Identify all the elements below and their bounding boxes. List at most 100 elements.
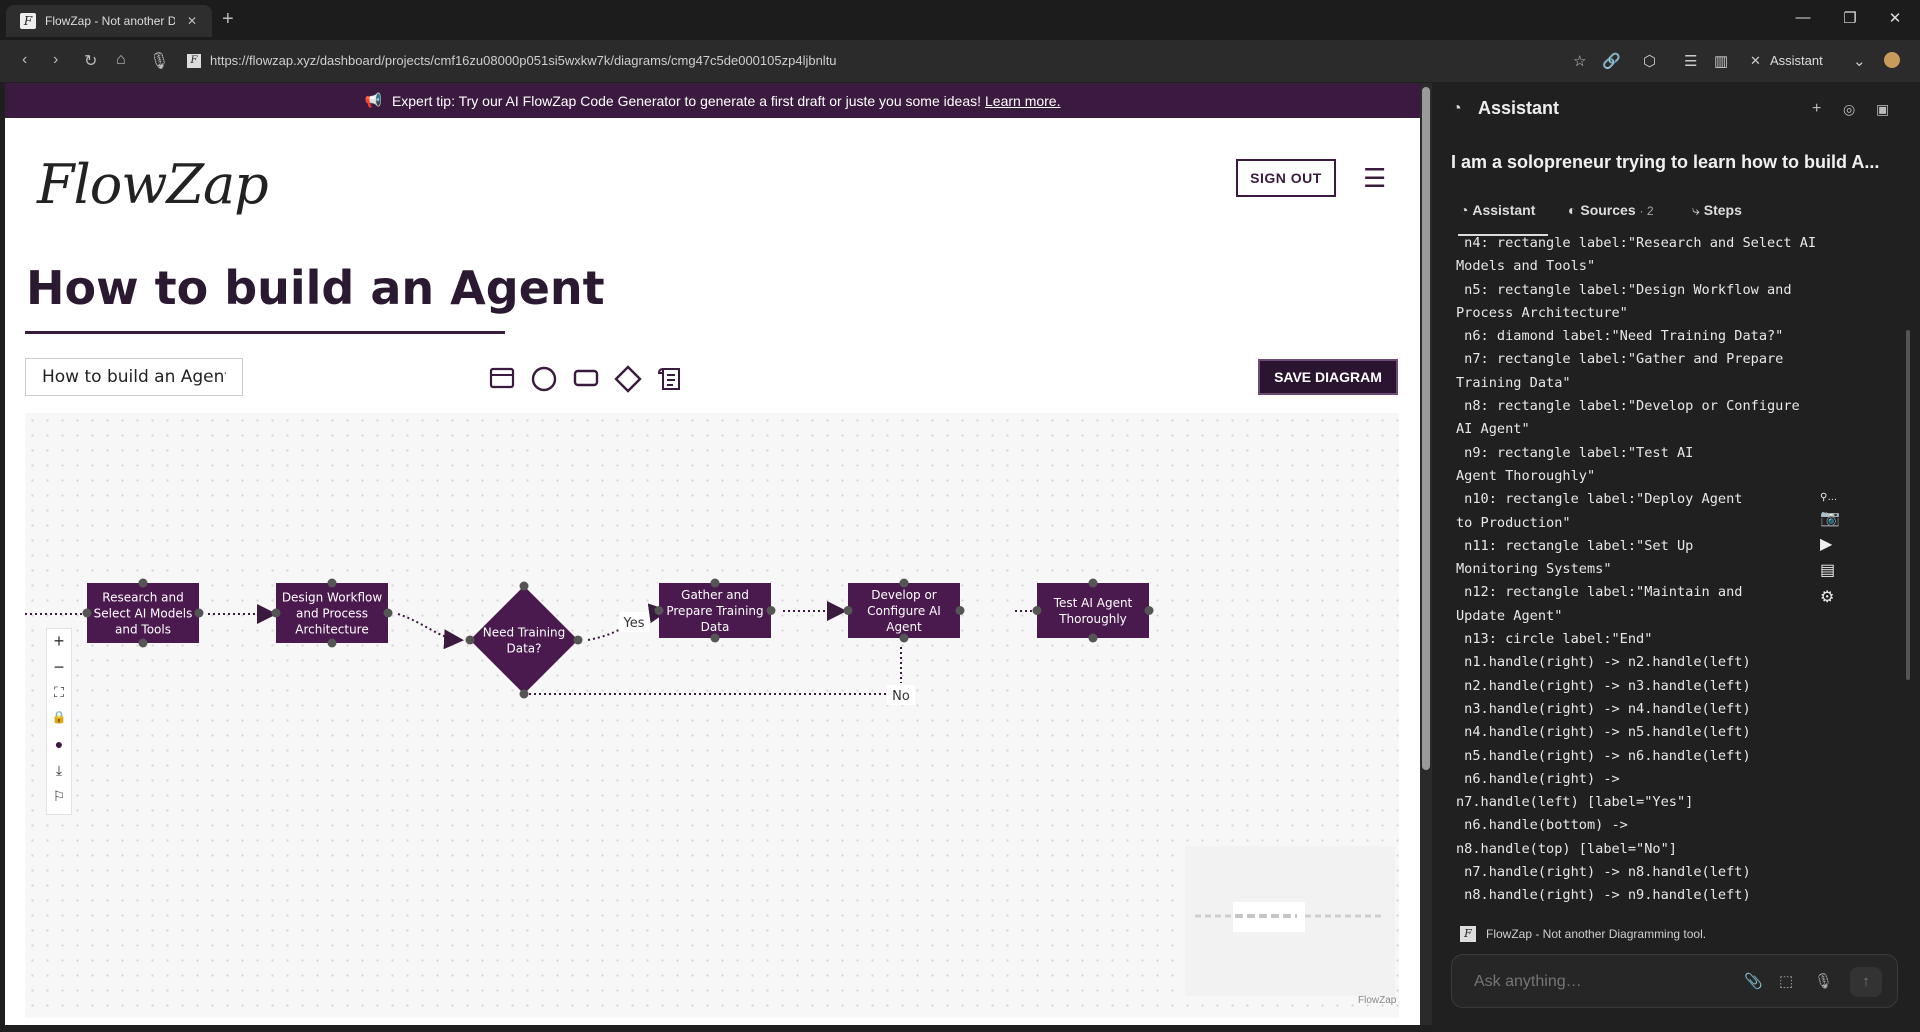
node-handle[interactable]: [383, 608, 393, 618]
zoom-in-button[interactable]: +: [53, 631, 65, 651]
current-tab-source[interactable]: F FlowZap - Not another Diagramming tool…: [1460, 926, 1706, 942]
home-icon[interactable]: ⌂: [116, 51, 126, 68]
node-handle[interactable]: [519, 689, 529, 699]
node-handle[interactable]: [766, 606, 776, 615]
reload-icon[interactable]: ↻: [84, 53, 98, 70]
new-tab-button[interactable]: +: [222, 8, 234, 30]
minimap[interactable]: [1185, 846, 1395, 996]
history-icon[interactable]: ◎: [1843, 101, 1856, 117]
diagram-name-input[interactable]: [25, 358, 243, 396]
attach-icon[interactable]: 📎: [1744, 973, 1763, 990]
node-handle[interactable]: [955, 606, 965, 615]
tab-sources[interactable]: ◐ Sources · 2: [1568, 202, 1654, 218]
tab-close-icon[interactable]: ✕: [187, 14, 198, 28]
node-handle[interactable]: [271, 608, 281, 618]
fit-view-icon[interactable]: ⛶: [54, 684, 64, 700]
back-icon[interactable]: ‹: [22, 51, 28, 68]
camera-icon[interactable]: 📷: [1820, 510, 1840, 527]
forward-icon[interactable]: ›: [53, 51, 59, 68]
link-icon[interactable]: 🔗: [1602, 53, 1621, 70]
tab-steps-label: Steps: [1703, 202, 1742, 218]
flag-icon[interactable]: ⚐: [52, 788, 66, 804]
assistant-toggle-button[interactable]: Assistant: [1770, 53, 1823, 68]
video-icon[interactable]: ▶: [1820, 536, 1833, 553]
panel-layout-icon[interactable]: ▣: [1876, 101, 1890, 117]
window-icon[interactable]: ▤: [1820, 562, 1836, 579]
reader-icon[interactable]: ☰: [1684, 53, 1698, 70]
learn-more-link[interactable]: Learn more.: [985, 92, 1061, 109]
node-handle[interactable]: [654, 606, 664, 615]
code-line: AI Agent": [1456, 421, 1530, 438]
node-handle[interactable]: [465, 635, 475, 645]
node-handle[interactable]: [710, 633, 720, 643]
node-handle[interactable]: [327, 578, 337, 588]
microphone-icon[interactable]: 🎙: [149, 53, 170, 70]
panel-scrollbar[interactable]: [1906, 330, 1910, 680]
node-handle[interactable]: [1144, 606, 1154, 615]
tab-assistant[interactable]: ◔ Assistant: [1460, 202, 1536, 218]
hamburger-menu-icon[interactable]: ☰: [1363, 163, 1387, 193]
node-handle[interactable]: [327, 638, 337, 648]
screenshot-select-icon[interactable]: ⬚: [1779, 973, 1794, 990]
circle-shape-icon[interactable]: [530, 365, 558, 393]
page-scrollbar-thumb[interactable]: [1422, 87, 1430, 770]
pin-icon[interactable]: ⚲…: [1820, 492, 1838, 503]
script-shape-icon[interactable]: [657, 365, 685, 393]
close-window-button[interactable]: ✕: [1888, 10, 1902, 27]
node-handle[interactable]: [710, 578, 720, 588]
zoom-out-button[interactable]: −: [53, 657, 65, 677]
bookmark-star-icon[interactable]: ☆: [1573, 53, 1587, 70]
node-handle[interactable]: [1032, 606, 1042, 615]
expert-tip-banner: 📢 Expert tip: Try our AI FlowZap Code Ge…: [5, 83, 1420, 118]
sign-out-button[interactable]: SIGN OUT: [1236, 159, 1336, 197]
extensions-icon[interactable]: ⬡: [1643, 53, 1657, 70]
node-handle[interactable]: [899, 578, 909, 588]
browser-tab[interactable]: F FlowZap - Not another Diagra ✕: [6, 5, 212, 37]
node-handle[interactable]: [843, 606, 853, 615]
voice-input-icon[interactable]: 🎙: [1814, 973, 1834, 990]
flowzap-favicon-icon: F: [20, 13, 36, 29]
node-handle[interactable]: [1088, 578, 1098, 588]
download-icon[interactable]: ⤓: [55, 762, 63, 778]
address-bar[interactable]: https://flowzap.xyz/dashboard/projects/c…: [210, 53, 837, 68]
send-button[interactable]: ↑: [1850, 967, 1882, 997]
tab-steps[interactable]: ⤷ Steps: [1692, 202, 1742, 218]
assistant-panel: [1432, 83, 1920, 1032]
node-handle[interactable]: [194, 608, 204, 618]
rectangle-shape-icon[interactable]: [572, 365, 600, 391]
new-chat-icon[interactable]: +: [1812, 100, 1822, 117]
color-dot-icon[interactable]: ●: [54, 736, 64, 752]
minimize-button[interactable]: —: [1795, 9, 1811, 26]
assistant-code-response[interactable]: n4: rectangle label:"Research and Select…: [1456, 232, 1851, 914]
settings-gear-icon[interactable]: ⚙: [1820, 589, 1835, 606]
code-line: n7.handle(right) -> n8.handle(left): [1456, 864, 1751, 881]
node-handle[interactable]: [138, 638, 148, 648]
ask-input[interactable]: [1472, 972, 1736, 992]
node-handle[interactable]: [573, 635, 583, 645]
lock-icon[interactable]: 🔒: [51, 710, 67, 724]
node-handle[interactable]: [138, 578, 148, 588]
node-handle[interactable]: [899, 633, 909, 643]
node-handle[interactable]: [1088, 633, 1098, 643]
header-shape-icon[interactable]: [489, 365, 515, 391]
code-line: to Production": [1456, 514, 1571, 531]
profile-avatar[interactable]: [1884, 52, 1900, 68]
chevron-down-icon[interactable]: ⌄: [1853, 53, 1866, 70]
restore-button[interactable]: ❐: [1843, 10, 1857, 27]
node-handle[interactable]: [82, 608, 92, 618]
flowzap-logo[interactable]: FlowZap: [37, 153, 269, 216]
assistant-close-icon[interactable]: ✕: [1750, 53, 1761, 68]
diamond-shape-icon[interactable]: [614, 365, 642, 393]
audio-icon[interactable]: ▥: [1714, 53, 1729, 70]
save-diagram-button[interactable]: SAVE DIAGRAM: [1258, 359, 1398, 395]
node-label-line: Data: [701, 620, 730, 634]
node-handle[interactable]: [519, 581, 529, 591]
